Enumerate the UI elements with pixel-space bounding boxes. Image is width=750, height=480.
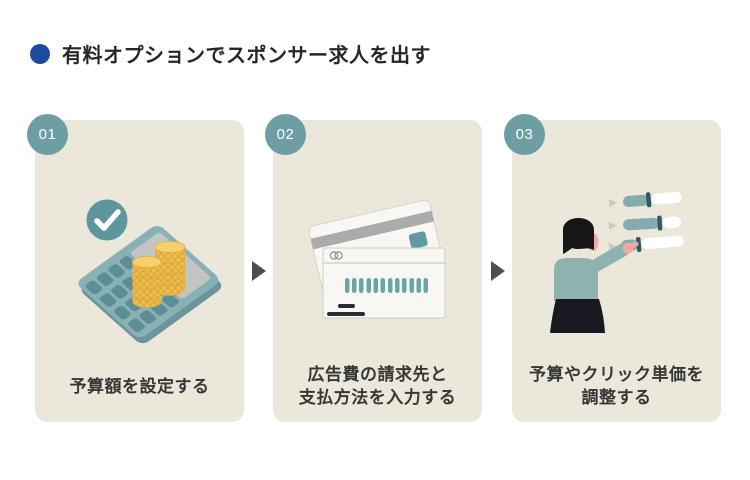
card-chip [408, 231, 428, 249]
person-hair [563, 218, 594, 254]
coin-stack-front [131, 256, 163, 308]
magnetic-stripe [310, 210, 434, 250]
slider-bar-2 [608, 215, 681, 231]
card-number-digits [345, 278, 428, 293]
step-2-caption: 広告費の請求先と 支払方法を入力する [298, 365, 457, 407]
step-1-illustration [35, 155, 244, 355]
bullet-circle-icon [30, 43, 50, 64]
checkmark-icon [86, 199, 128, 241]
step-2-illustration [273, 155, 482, 355]
step-1-caption: 予算額を設定する [69, 376, 210, 396]
step-3-illustration [512, 155, 721, 355]
card-logo-icon [329, 251, 343, 260]
calculator-coins-illustration [78, 199, 222, 344]
step-card-1: 01 [27, 114, 244, 422]
section-title: 有料オプションでスポンサー求人を出す [62, 45, 431, 67]
person-skirt [550, 299, 605, 333]
step-3-number-badge: 03 [504, 114, 545, 155]
step-card-3: 03 [504, 114, 721, 422]
credit-card-front [322, 247, 446, 319]
cardholder-lines [327, 304, 365, 316]
section-header: 有料オプションでスポンサー求人を出す [30, 40, 431, 67]
person-torso [554, 257, 598, 301]
step-3-caption: 予算やクリック単価を 調整する [529, 365, 704, 407]
arrow-right-icon [490, 260, 506, 282]
arrow-right-icon [251, 260, 267, 282]
slider-bar-1 [608, 191, 682, 208]
person-sliders-illustration [550, 191, 684, 333]
step-card-2: 02 [265, 114, 482, 422]
person-hand [622, 241, 639, 254]
step-2-number-badge: 02 [265, 114, 306, 155]
person-figure [550, 218, 639, 333]
credit-cards-illustration [308, 199, 446, 319]
step-1-number-badge: 01 [27, 114, 68, 155]
